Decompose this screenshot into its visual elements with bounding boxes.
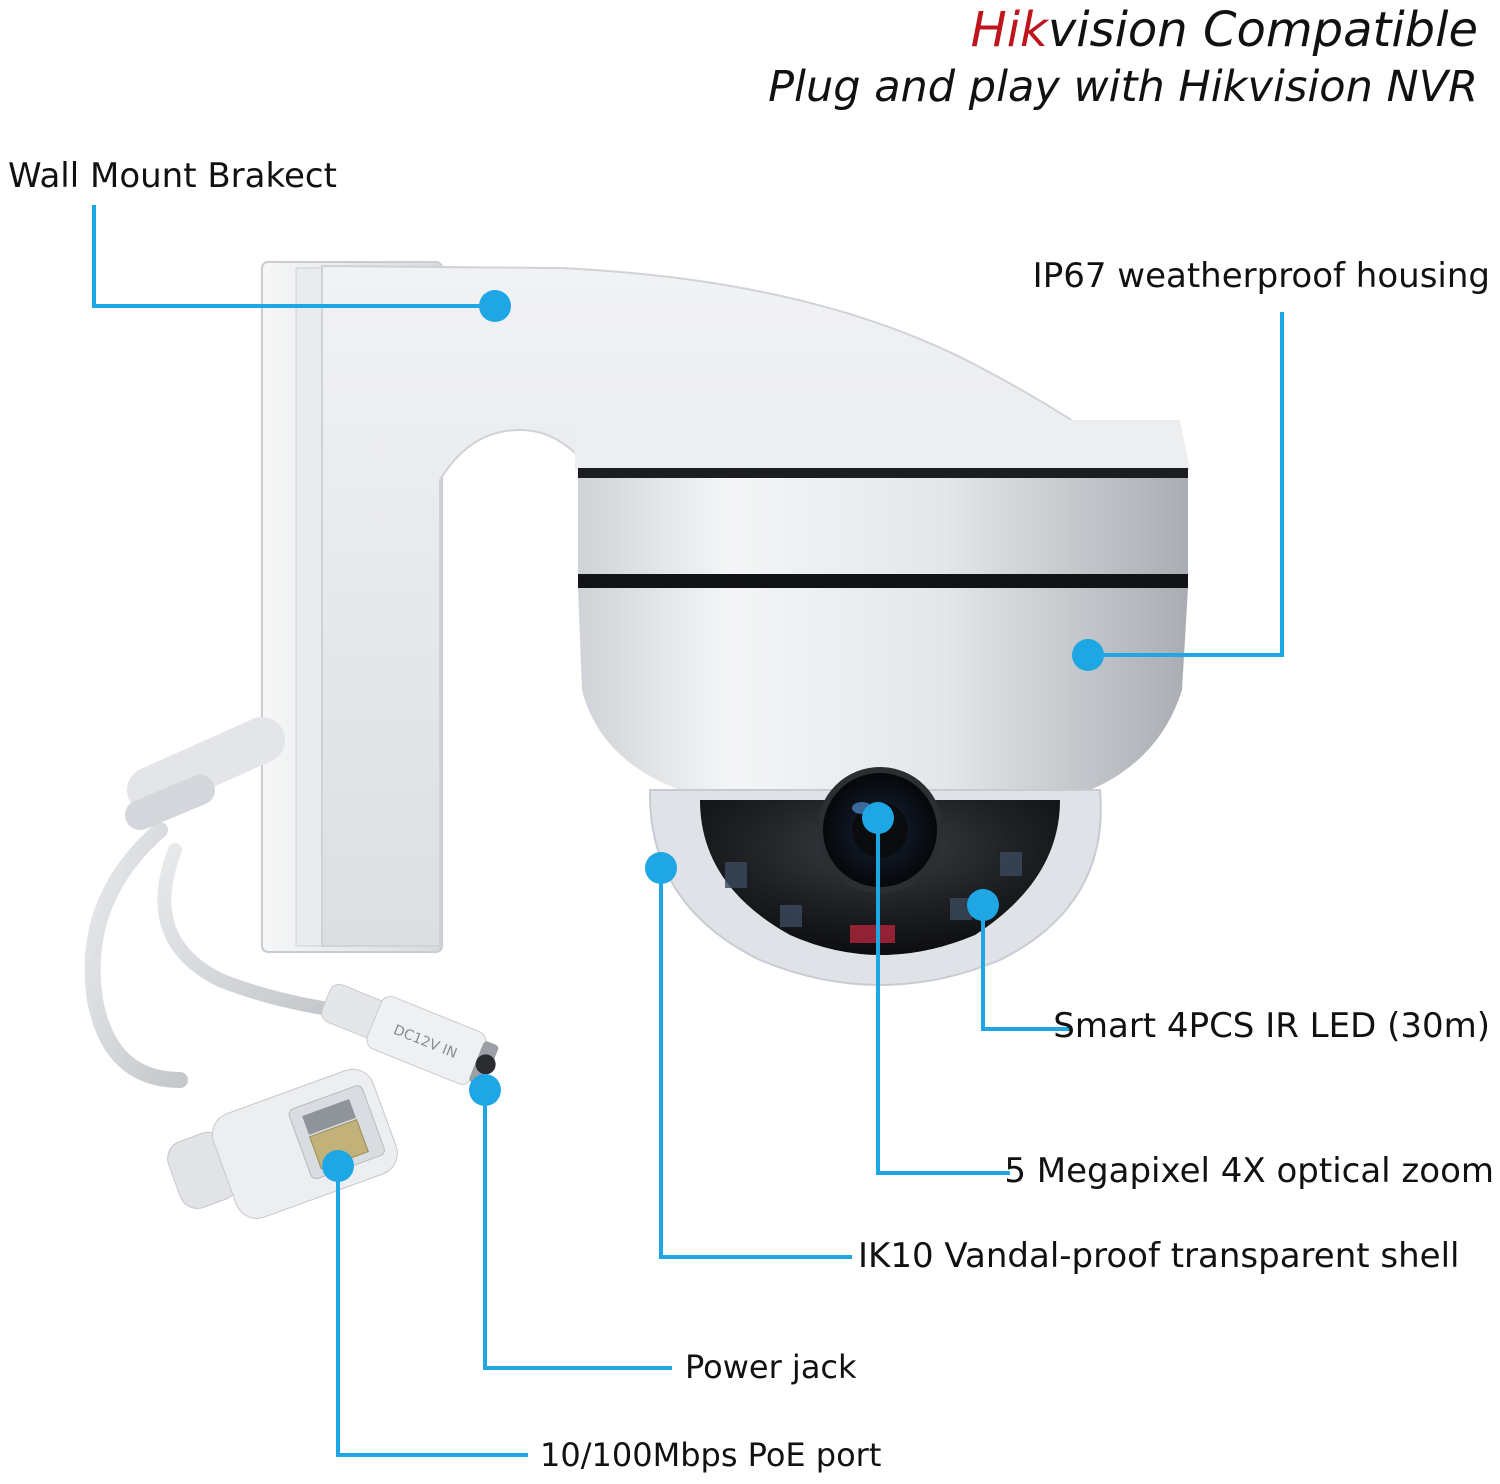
leader-power: [483, 1090, 672, 1370]
label-ir-led: Smart 4PCS IR LED (30m): [1053, 1006, 1490, 1046]
label-housing: IP67 weatherproof housing: [1032, 256, 1490, 296]
dot-poe: [322, 1150, 354, 1182]
leader-lines: [92, 205, 1284, 1457]
callout-dots: [322, 290, 1104, 1182]
label-wall-mount: Wall Mount Brakect: [8, 156, 337, 196]
header-subtitle: Plug and play with Hikvision NVR: [768, 62, 1478, 112]
leader-shell: [659, 868, 852, 1259]
dot-power: [469, 1074, 501, 1106]
rj45-connector: [167, 1068, 398, 1219]
leader-ir-led: [981, 905, 1072, 1031]
cables: [84, 717, 342, 1088]
dot-zoom: [862, 802, 894, 834]
label-zoom: 5 Megapixel 4X optical zoom: [1004, 1151, 1494, 1191]
leader-zoom: [876, 818, 1010, 1175]
dot-shell: [645, 852, 677, 884]
dot-ir-led: [967, 889, 999, 921]
label-power: Power jack: [685, 1348, 857, 1386]
brand-highlight: Hik: [970, 2, 1048, 58]
leader-housing: [1088, 312, 1284, 657]
camera-housing: [575, 420, 1190, 790]
title-rest: vision Compatible: [1047, 2, 1478, 58]
dot-wall-mount: [479, 290, 511, 322]
leader-poe: [336, 1166, 528, 1457]
header-title: Hikvision Compatible: [971, 2, 1478, 58]
label-shell: IK10 Vandal-proof transparent shell: [858, 1236, 1460, 1276]
label-poe: 10/100Mbps PoE port: [540, 1436, 882, 1474]
dot-housing: [1072, 639, 1104, 671]
power-jack-connector: DC12V IN: [321, 983, 499, 1086]
leader-wall-mount: [92, 205, 495, 308]
